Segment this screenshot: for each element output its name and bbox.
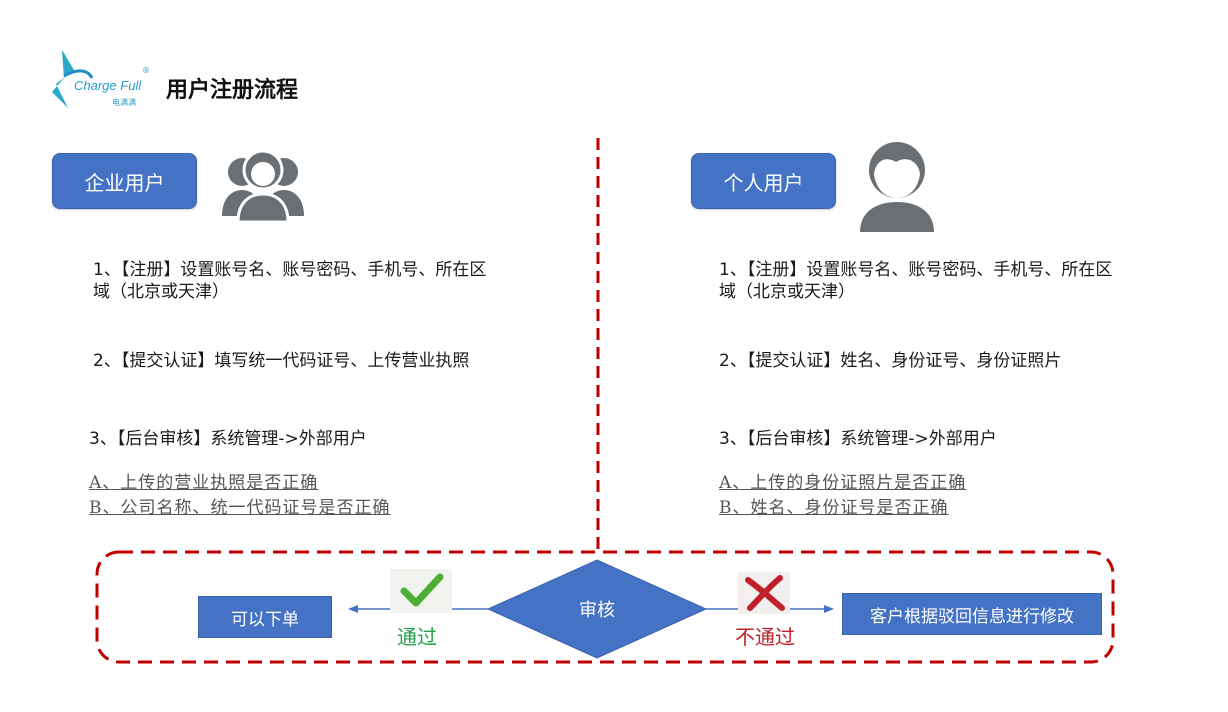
pass-label: 通过 [397, 625, 437, 649]
personal-check-b: B、姓名、身份证号是否正确 [719, 498, 949, 518]
logo-text: Charge Full [74, 78, 142, 93]
review-region-border [95, 550, 1115, 664]
cross-icon [738, 572, 790, 614]
fail-result-box: 客户根据驳回信息进行修改 [842, 593, 1102, 635]
decision-label: 审核 [579, 600, 615, 621]
enterprise-step-3: 3、【后台审核】系统管理->外部用户 [89, 429, 367, 449]
personal-user-badge: 个人用户 [691, 153, 836, 209]
pass-result-box: 可以下单 [198, 596, 332, 638]
logo-registered-mark: ® [142, 66, 150, 75]
enterprise-check-a: A、上传的营业执照是否正确 [89, 473, 319, 493]
group-users-icon [222, 149, 304, 222]
charge-full-logo [52, 50, 94, 108]
personal-step-2: 2、【提交认证】姓名、身份证号、身份证照片 [719, 351, 1062, 371]
personal-step-1: 1、【注册】设置账号名、账号密码、手机号、所在区域（北京或天津） [719, 260, 1113, 302]
arrow-fail-head [824, 605, 834, 613]
enterprise-user-badge: 企业用户 [52, 153, 197, 209]
arrow-pass-head [348, 605, 358, 613]
enterprise-step-2: 2、【提交认证】填写统一代码证号、上传营业执照 [93, 351, 470, 371]
decision-diamond [486, 559, 708, 659]
personal-step-3: 3、【后台审核】系统管理->外部用户 [719, 429, 997, 449]
single-user-icon [860, 142, 934, 232]
personal-check-a: A、上传的身份证照片是否正确 [719, 473, 967, 493]
fail-label: 不通过 [735, 625, 795, 649]
enterprise-step-1: 1、【注册】设置账号名、账号密码、手机号、所在区域（北京或天津） [93, 260, 487, 302]
enterprise-check-b: B、公司名称、统一代码证号是否正确 [89, 498, 391, 518]
page-title: 用户注册流程 [166, 78, 299, 103]
logo-subtext: 电满满 [112, 98, 136, 107]
check-icon [390, 569, 452, 613]
